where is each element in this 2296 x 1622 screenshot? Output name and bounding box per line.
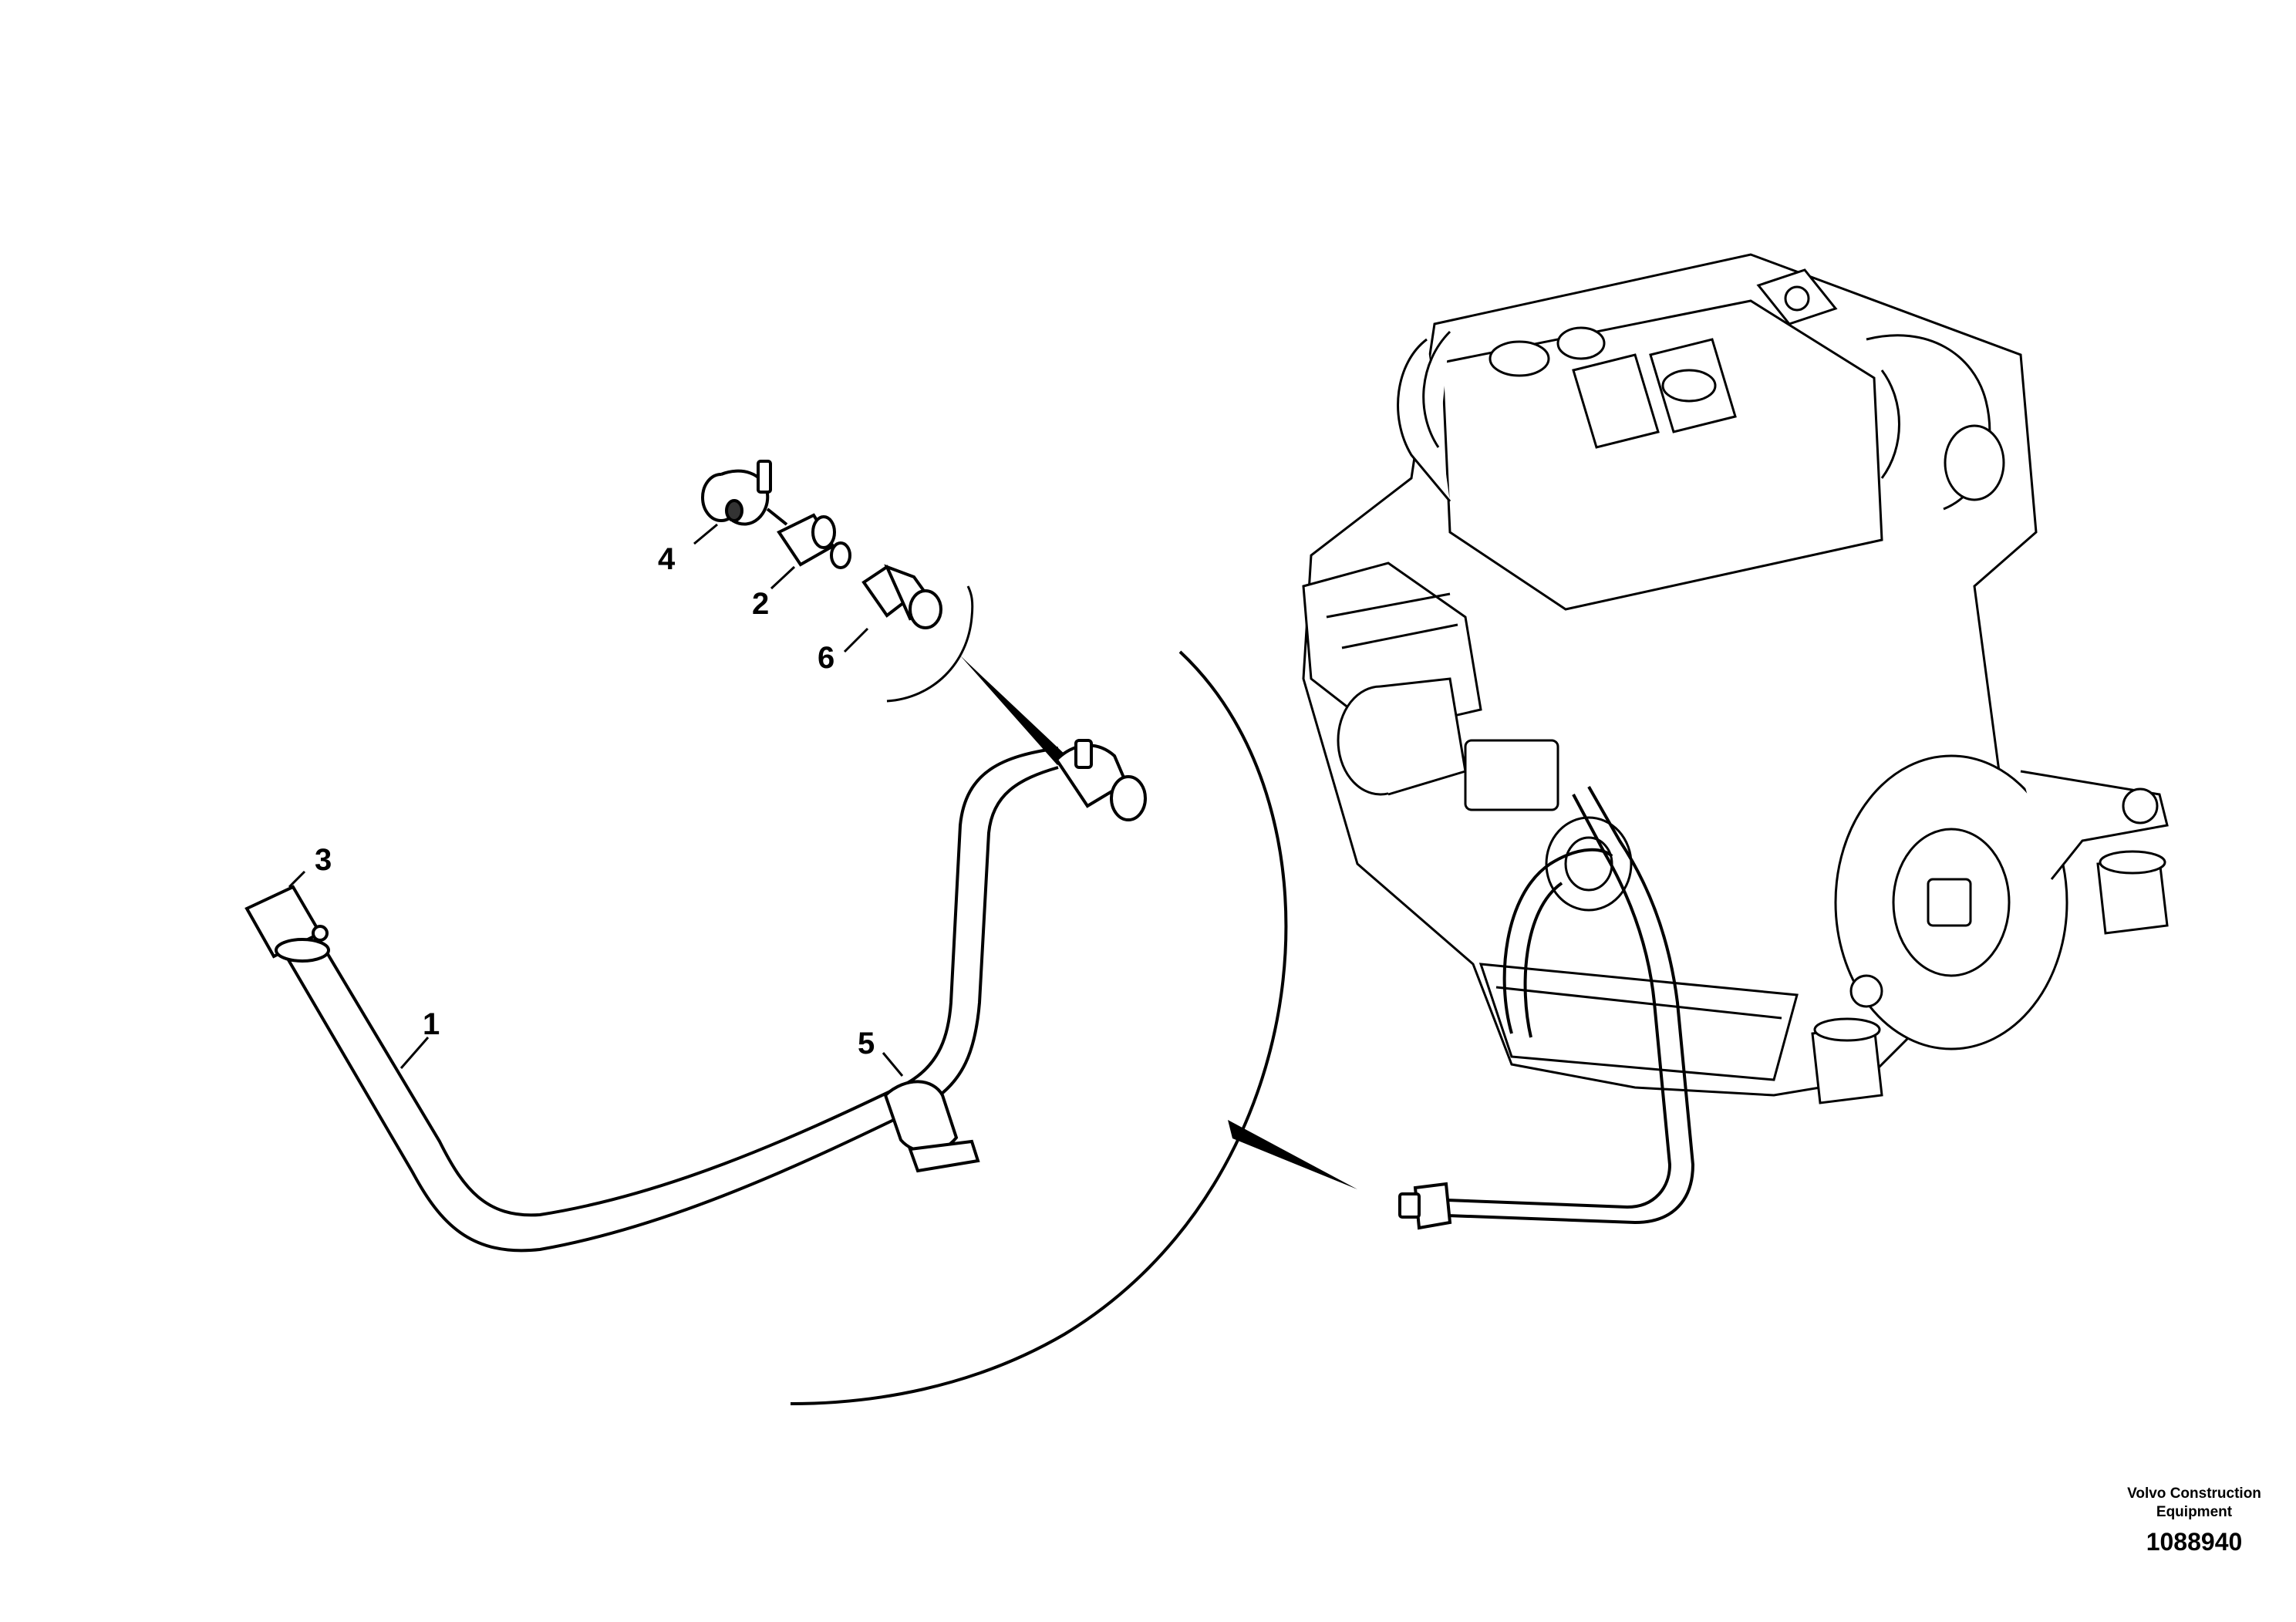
callout-5: 5 bbox=[858, 1027, 875, 1061]
detail-boundary-arc bbox=[790, 650, 1288, 1405]
leader-lines bbox=[288, 523, 904, 1077]
callout-4: 4 bbox=[658, 542, 676, 576]
fitting-4-clamp bbox=[701, 460, 788, 526]
brand-line-1: Volvo Construction bbox=[2127, 1485, 2261, 1502]
brand-line-2: Equipment bbox=[2156, 1504, 2233, 1520]
callout-1: 1 bbox=[423, 1007, 440, 1041]
bracket-5 bbox=[883, 1080, 980, 1173]
callout-2: 2 bbox=[752, 587, 770, 621]
callout-3: 3 bbox=[315, 843, 332, 877]
drawing-number: 1088940 bbox=[2146, 1528, 2243, 1556]
engine-hose-end bbox=[1398, 1182, 1452, 1230]
clamp-3 bbox=[244, 885, 330, 963]
pointer-to-hose-end bbox=[960, 656, 1068, 765]
fitting-boundary-arc bbox=[886, 585, 974, 703]
hose-1 bbox=[259, 747, 1059, 1253]
fitting-6-adapter bbox=[861, 564, 942, 629]
drawing-credit: Volvo Construction Equipment 1088940 bbox=[2109, 1485, 2279, 1557]
engine-illustration bbox=[1302, 253, 2169, 1104]
callout-6: 6 bbox=[818, 641, 835, 675]
hose-end-fitting bbox=[1054, 739, 1147, 821]
fitting-2-nipple bbox=[777, 513, 851, 569]
pointer-to-engine bbox=[1228, 1120, 1357, 1189]
engine-hose bbox=[1426, 786, 1695, 1225]
